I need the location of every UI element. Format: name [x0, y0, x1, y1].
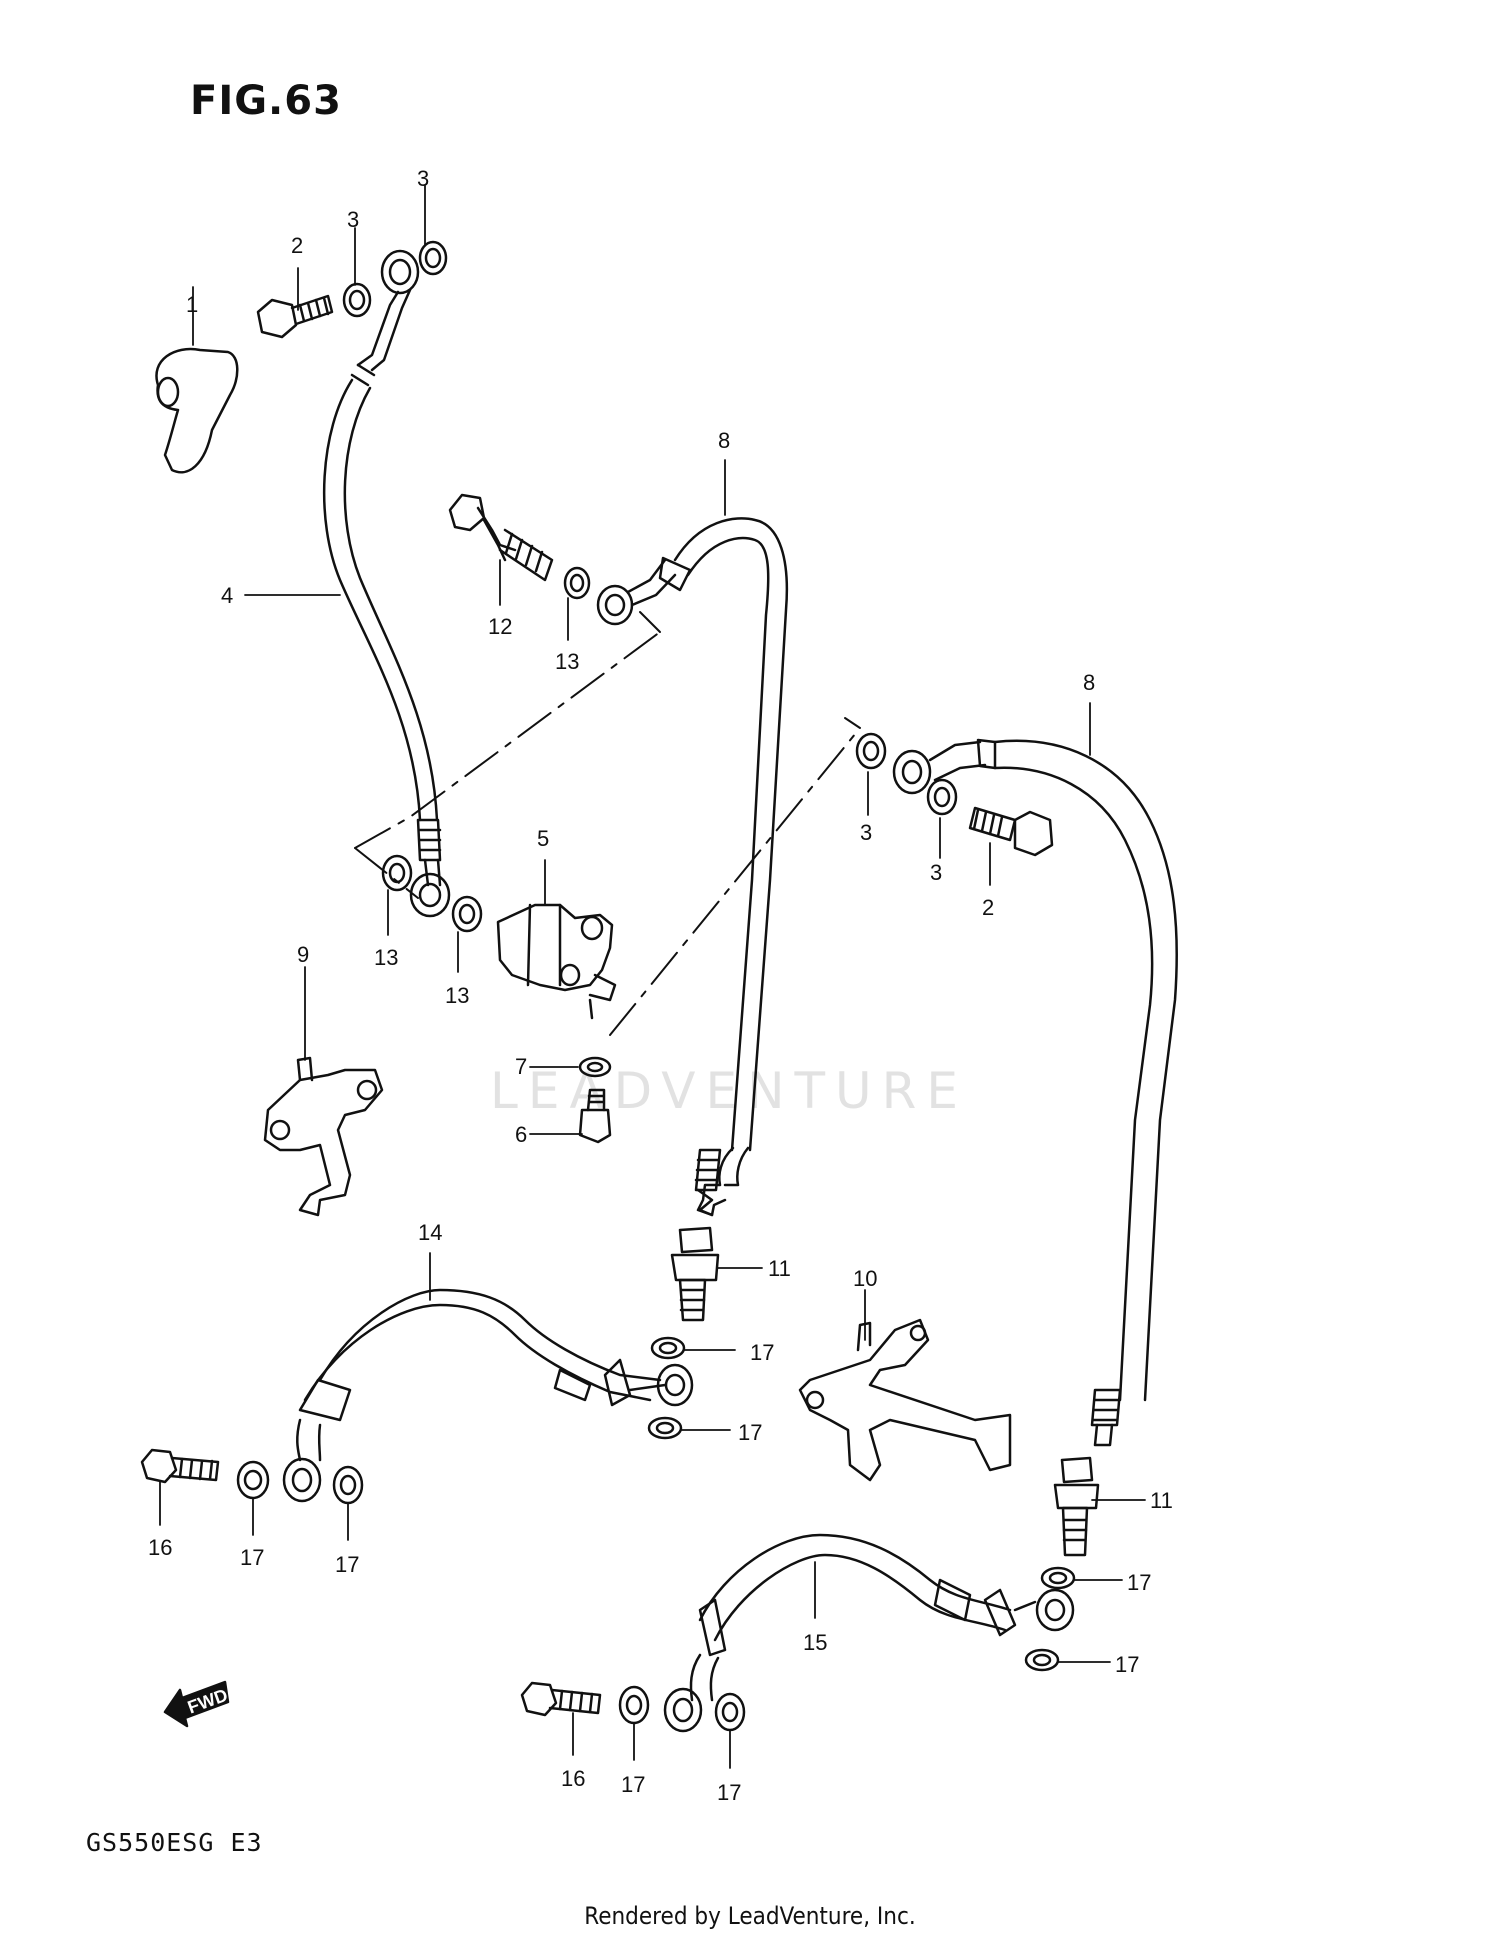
callout-8: 8: [718, 428, 730, 453]
washer-part: [342, 240, 958, 816]
boot-cap-part: [155, 347, 239, 474]
callout-15: 15: [803, 1630, 827, 1655]
callout-17d: 17: [335, 1552, 359, 1577]
leader-lines: [159, 185, 1146, 1769]
watermark: LEADVENTURE: [490, 1062, 968, 1120]
callout-3b: 3: [417, 166, 429, 191]
callout-8b: 8: [1083, 670, 1095, 695]
washer-part-13: [381, 566, 591, 933]
callout-14: 14: [418, 1220, 442, 1245]
callout-17h: 17: [717, 1780, 741, 1805]
brake-hose-left-long: [596, 517, 789, 1217]
brake-hose-15: [663, 1533, 1075, 1733]
fwd-text: FWD: [185, 1685, 230, 1718]
callout-17b: 17: [738, 1420, 762, 1445]
washer-part-17: [236, 1336, 1076, 1732]
callout-3c: 3: [860, 820, 872, 845]
hose-bracket-9: [263, 1056, 384, 1217]
callout-11: 11: [768, 1256, 791, 1281]
brake-hose-upper: [322, 249, 451, 918]
callout-12: 12: [488, 614, 512, 639]
callout-3d: 3: [930, 860, 942, 885]
callout-13c: 13: [445, 983, 469, 1008]
callout-17c: 17: [240, 1545, 264, 1570]
hose-bracket-10: [798, 1318, 1012, 1482]
callout-13: 13: [555, 649, 579, 674]
banjo-bolt-16: [140, 1448, 602, 1717]
banjo-bolt-right: [968, 806, 1054, 857]
callout-2b: 2: [982, 895, 994, 920]
callout-17f: 17: [1115, 1652, 1139, 1677]
callout-13b: 13: [374, 945, 398, 970]
callout-2: 2: [291, 233, 303, 258]
brake-hose-right-long: [892, 738, 1178, 1447]
connection-lines: [354, 611, 861, 1036]
callout-16: 16: [148, 1535, 172, 1560]
banjo-bolt-upper: [256, 294, 334, 339]
hose-fitting-11: [670, 1226, 1100, 1557]
callout-9: 9: [297, 942, 309, 967]
callout-1: 1: [186, 292, 198, 317]
callout-11b: 11: [1150, 1488, 1173, 1513]
callout-17: 17: [750, 1340, 774, 1365]
three-way-joint: [496, 903, 617, 1020]
figure-title: FIG.63: [190, 78, 342, 124]
model-code: GS550ESG E3: [86, 1828, 263, 1857]
callout-17e: 17: [1127, 1570, 1151, 1595]
callout-labels: 1 2 3 3 4 8 12 13 8 3 3 2 5 13 13 9 7 6 …: [148, 166, 1173, 1805]
callout-5: 5: [537, 826, 549, 851]
footer-credit: Rendered by LeadVenture, Inc.: [584, 1902, 916, 1930]
callout-17g: 17: [621, 1772, 645, 1797]
banjo-bolt-middle: [448, 493, 554, 582]
brake-hose-14: [282, 1288, 694, 1503]
callout-3: 3: [347, 207, 359, 232]
callout-6: 6: [515, 1122, 527, 1147]
callout-7: 7: [515, 1054, 527, 1079]
callout-16b: 16: [561, 1766, 585, 1791]
callout-10: 10: [853, 1266, 877, 1291]
callout-4: 4: [221, 583, 233, 608]
washer-and-bolt-joint: [578, 1056, 612, 1144]
fwd-arrow-icon: [163, 1680, 230, 1728]
